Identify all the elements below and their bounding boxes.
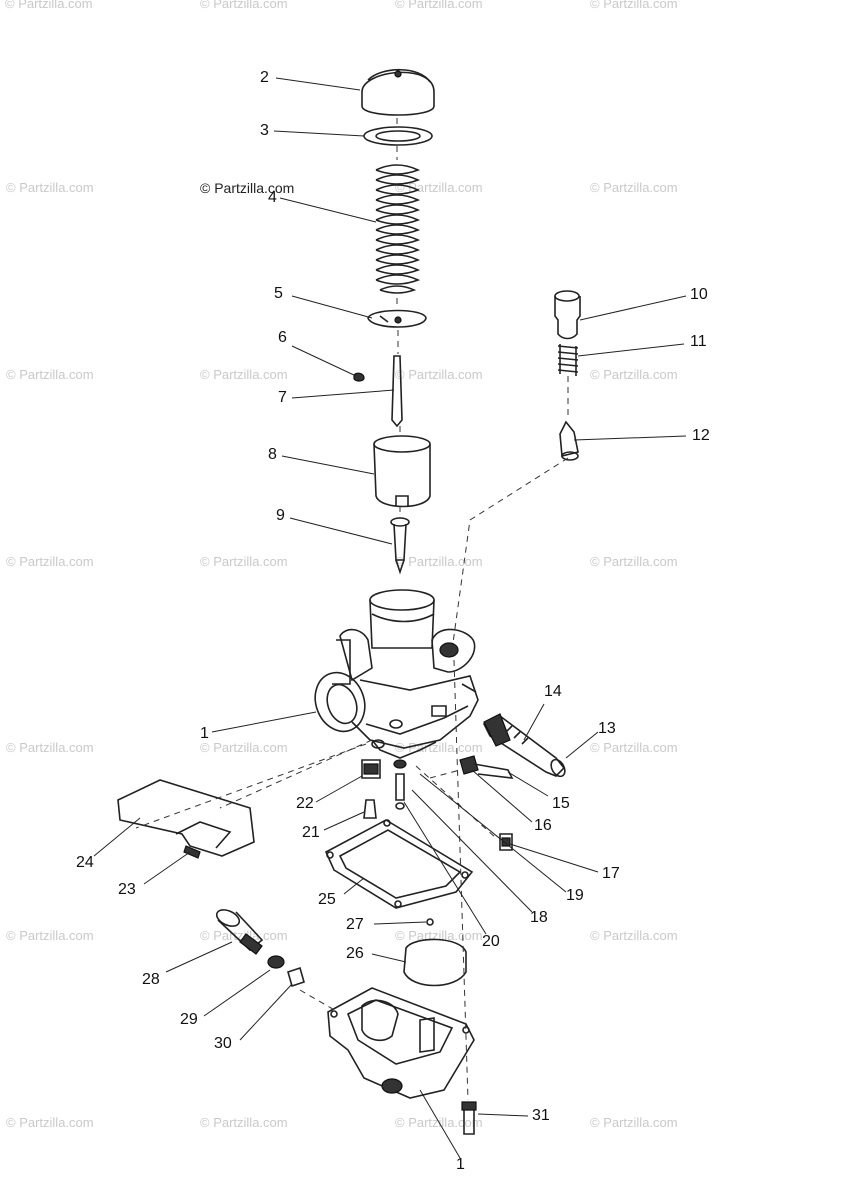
part-pilot-screw-cap <box>554 290 581 340</box>
callout-21: 21 <box>302 824 320 841</box>
callout-30: 30 <box>214 1035 232 1052</box>
callout-3: 3 <box>260 122 269 139</box>
watermark: © Partzilla.com <box>590 1115 678 1130</box>
watermark: © Partzilla.com <box>590 554 678 569</box>
callout-10: 10 <box>690 286 708 303</box>
assembly-centerlines <box>135 118 569 1101</box>
watermark: © Partzilla.com <box>6 740 94 755</box>
part-drain-plug <box>499 833 513 851</box>
callout-23: 23 <box>118 881 136 898</box>
part-inlet-washer <box>267 955 285 969</box>
part-float-valve <box>559 420 579 461</box>
watermark: © Partzilla.com <box>200 0 288 11</box>
part-fuel-inlet <box>215 909 264 955</box>
watermark: © Partzilla.com <box>395 928 483 943</box>
watermark: © Partzilla.com <box>590 0 678 11</box>
part-idle-screw <box>482 713 566 778</box>
part-pilot-jet <box>393 759 407 810</box>
callout-1-body: 1 <box>200 725 209 742</box>
callout-25: 25 <box>318 891 336 908</box>
callout-7: 7 <box>278 389 287 406</box>
callout-31: 31 <box>532 1107 550 1124</box>
callout-9: 9 <box>276 507 285 524</box>
part-pilot-spring <box>557 344 579 376</box>
part-float <box>403 938 467 987</box>
callout-17: 17 <box>602 865 620 882</box>
watermark: © Partzilla.com <box>200 1115 288 1130</box>
callout-20: 20 <box>482 933 500 950</box>
callout-29: 29 <box>180 1011 198 1028</box>
part-bracket <box>117 779 255 859</box>
part-retainer-plate <box>367 309 427 328</box>
watermark: © Partzilla.com <box>6 180 94 195</box>
watermark: © Partzilla.com <box>395 554 483 569</box>
part-clip <box>353 372 365 382</box>
part-mixture-screw <box>459 755 514 779</box>
watermark: © Partzilla.com <box>6 554 94 569</box>
watermark-main: © Partzilla.com <box>200 180 295 196</box>
part-throttle-slide <box>373 435 431 508</box>
watermark: © Partzilla.com <box>200 367 288 382</box>
callout-13: 13 <box>598 720 616 737</box>
callout-15: 15 <box>552 795 570 812</box>
callout-8: 8 <box>268 446 277 463</box>
leader-lines <box>93 77 687 1159</box>
watermark: © Partzilla.com <box>590 928 678 943</box>
watermark: © Partzilla.com <box>6 367 94 382</box>
callout-24: 24 <box>76 854 94 871</box>
part-washer <box>363 126 433 146</box>
part-bowl-screw <box>461 1101 477 1135</box>
callout-22: 22 <box>296 795 314 812</box>
part-needle-jet <box>390 517 410 575</box>
watermark: © Partzilla.com <box>200 554 288 569</box>
callout-5: 5 <box>274 285 283 302</box>
part-carburetor-body <box>314 589 479 759</box>
watermark: © Partzilla.com <box>590 367 678 382</box>
watermark: © Partzilla.com <box>6 1115 94 1130</box>
callout-27: 27 <box>346 916 364 933</box>
watermark: © Partzilla.com <box>395 367 483 382</box>
part-float-bowl-gasket <box>324 819 474 909</box>
watermark: © Partzilla.com <box>590 740 678 755</box>
part-float-bowl <box>327 987 475 1099</box>
part-cap <box>361 69 435 116</box>
part-spring <box>375 164 421 294</box>
watermark: © Partzilla.com <box>200 928 288 943</box>
callout-4: 4 <box>268 189 277 206</box>
callout-14: 14 <box>544 683 562 700</box>
callout-12: 12 <box>692 427 710 444</box>
part-needle <box>391 355 403 428</box>
watermark: © Partzilla.com <box>590 180 678 195</box>
callout-6: 6 <box>278 329 287 346</box>
callout-26: 26 <box>346 945 364 962</box>
callout-18: 18 <box>530 909 548 926</box>
callout-1-bowl: 1 <box>456 1156 465 1173</box>
callout-16: 16 <box>534 817 552 834</box>
watermark: © Partzilla.com <box>395 0 483 11</box>
watermark: © Partzilla.com <box>200 740 288 755</box>
part-inlet-screw <box>287 966 305 988</box>
callout-11: 11 <box>690 333 707 350</box>
part-main-jet <box>361 759 381 819</box>
callout-19: 19 <box>566 887 584 904</box>
callout-2: 2 <box>260 69 269 86</box>
part-float-pin <box>426 918 434 926</box>
callout-28: 28 <box>142 971 160 988</box>
watermark: © Partzilla.com <box>6 928 94 943</box>
watermark: © Partzilla.com <box>5 0 93 11</box>
